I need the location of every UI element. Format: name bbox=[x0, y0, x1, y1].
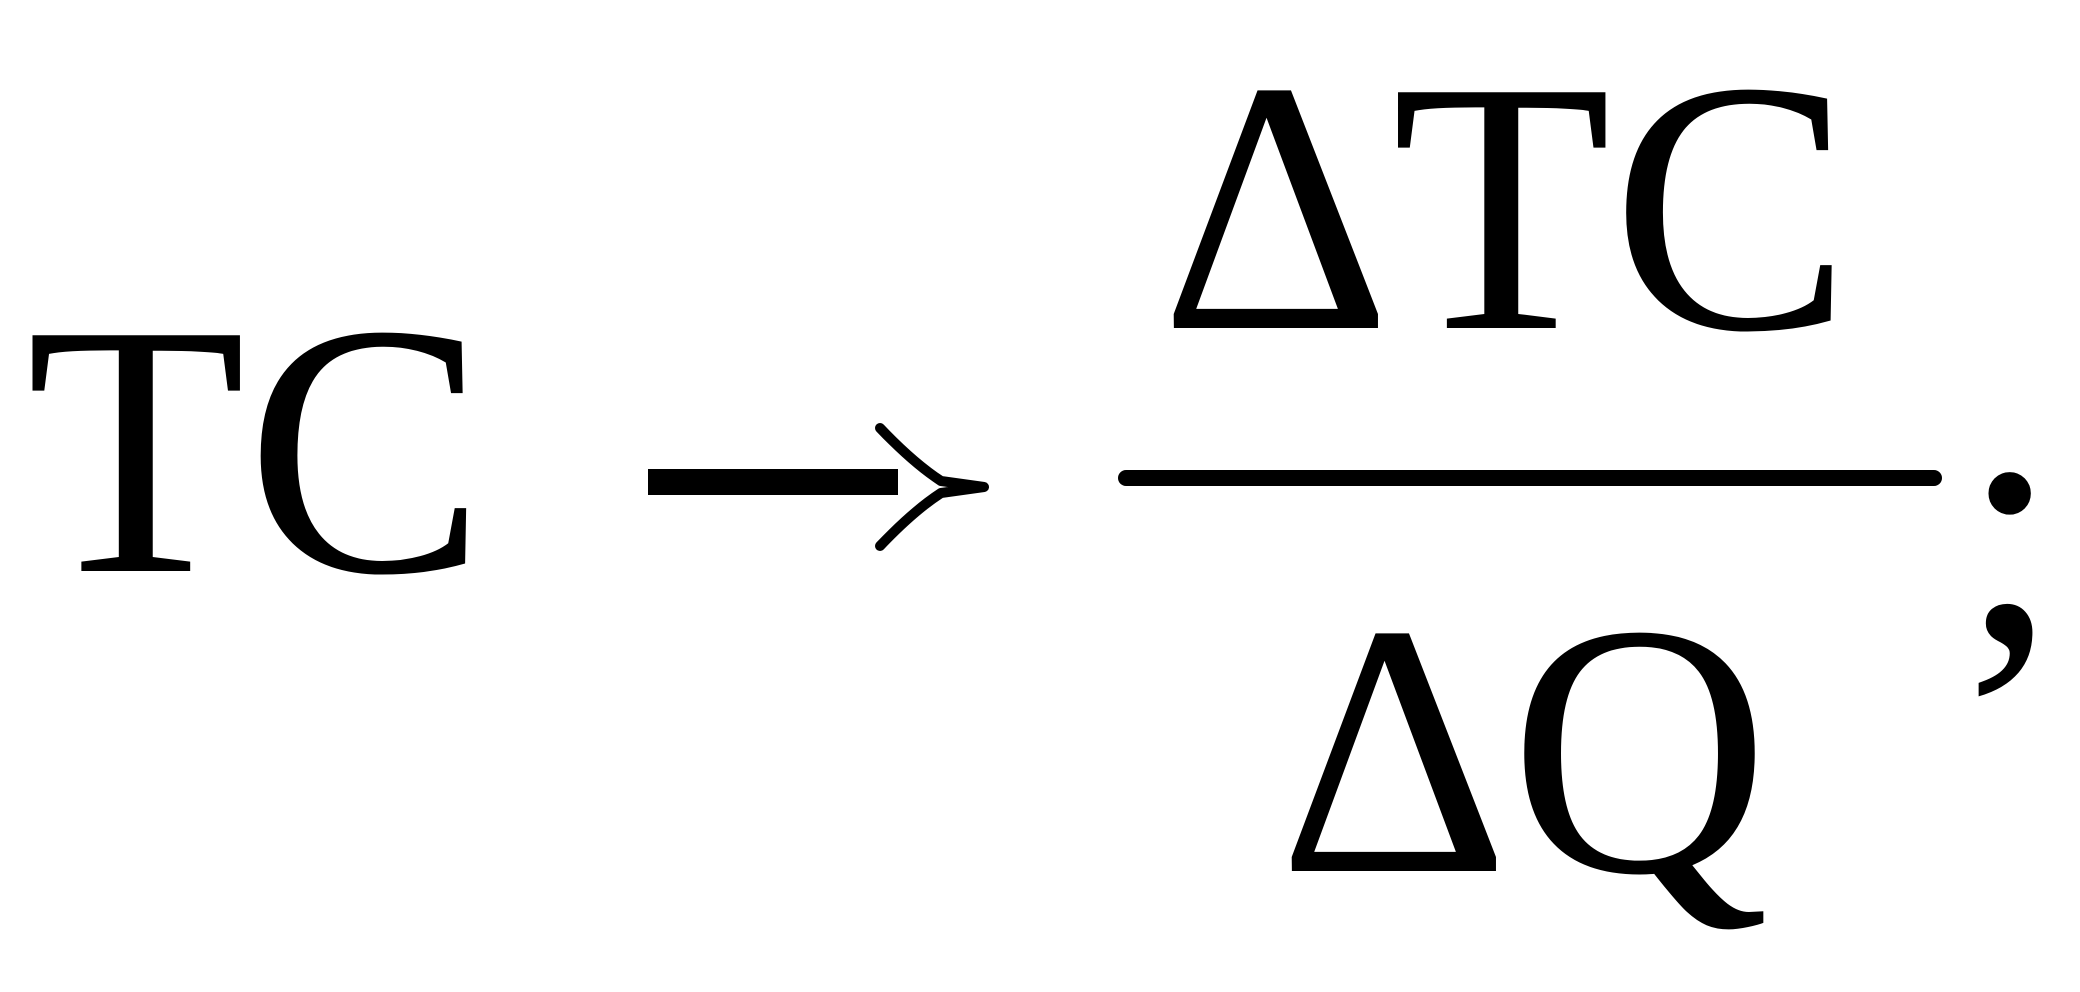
fraction-bar bbox=[1118, 470, 1942, 486]
formula-lhs: TC bbox=[26, 250, 487, 649]
trailing-punctuation: ; bbox=[1960, 320, 2061, 719]
fraction-denominator: ΔQ bbox=[1278, 550, 1770, 949]
right-arrow-icon bbox=[648, 423, 989, 551]
fraction-numerator: ΔTC bbox=[1160, 7, 1852, 406]
